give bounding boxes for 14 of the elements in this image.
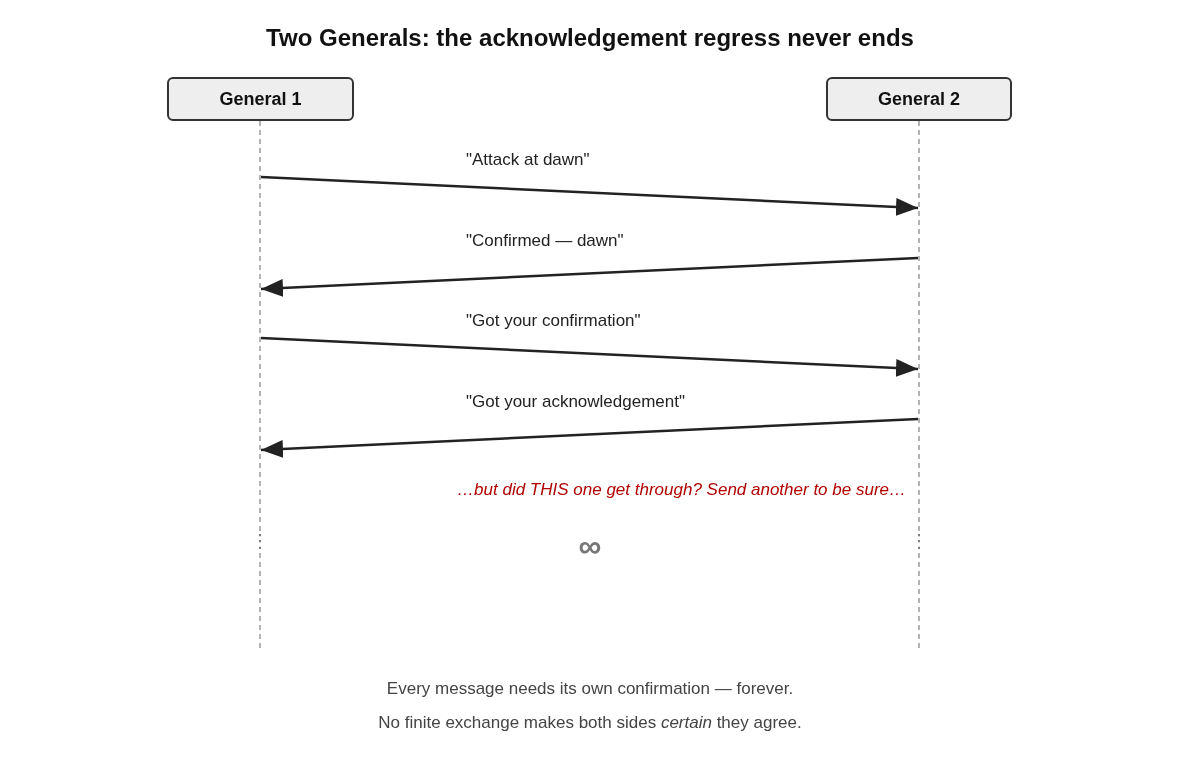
message-arrow (260, 175, 919, 216)
message-arrow (260, 256, 919, 297)
lifeline (259, 121, 261, 648)
edge-label: "Got your confirmation" (464, 311, 643, 331)
edge-label: "Got your acknowledgement" (464, 392, 688, 412)
infinity-symbol: ∞ (578, 530, 602, 562)
lifeline (918, 121, 920, 648)
diagram-title: Two Generals: the acknowledgement regress never ends (265, 23, 915, 53)
participant-box: General 2 (826, 77, 1012, 121)
caption-text: Every message needs its own confirmation — forever. (386, 678, 794, 700)
caption-text: No finite exchange makes both sides certain they agree. (378, 712, 802, 734)
participant-box: General 1 (167, 77, 354, 121)
message-arrow (260, 336, 919, 377)
message-arrow (260, 417, 919, 458)
